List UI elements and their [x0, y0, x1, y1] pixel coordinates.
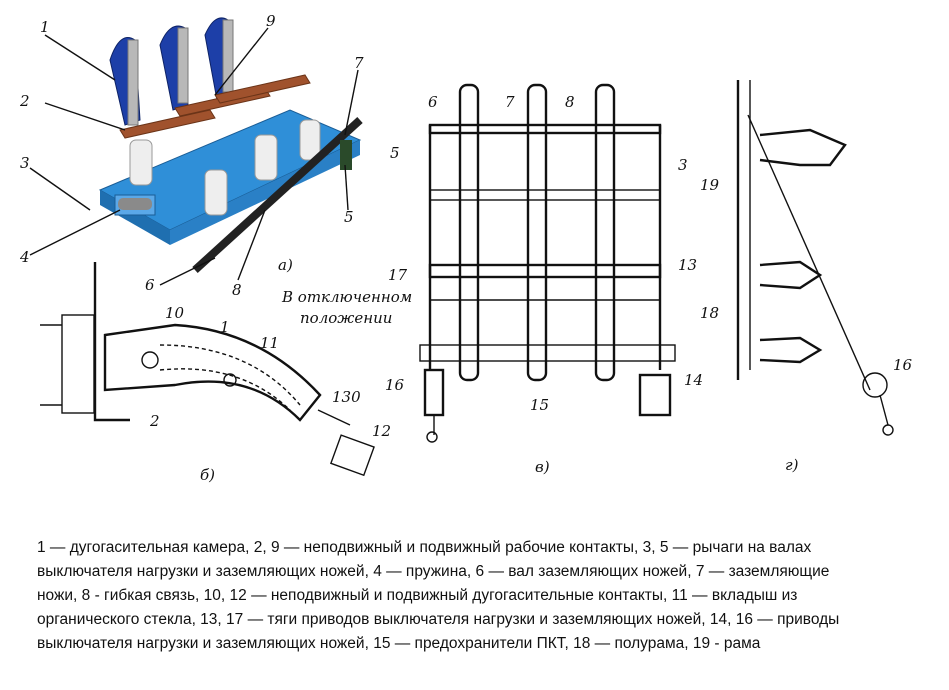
callout-10: 10 — [165, 304, 185, 322]
caption-line: ножи, 8 - гибкая связь, 10, 12 — неподви… — [37, 587, 798, 604]
callout-12: 12 — [372, 422, 391, 440]
callout-9: 9 — [266, 12, 276, 30]
panel-label-v: в) — [535, 458, 550, 476]
callout-2: 2 — [19, 92, 30, 110]
dimension-130: 130 — [332, 388, 361, 406]
callout-18: 18 — [700, 304, 719, 322]
callout-17: 17 — [388, 266, 408, 284]
callout-4: 4 — [19, 248, 30, 266]
callout-8v: 8 — [565, 93, 575, 111]
switch-figure: 1 2 3 4 5 6 7 8 9 а) 10 1 11 2 12 В откл… — [19, 12, 913, 484]
callout-5v: 5 — [390, 144, 400, 162]
callout-3v: 3 — [678, 156, 688, 174]
callout-5: 5 — [344, 208, 354, 226]
callout-14: 14 — [684, 371, 703, 389]
callout-3: 3 — [20, 154, 30, 172]
callout-6: 6 — [145, 276, 155, 294]
callout-11: 11 — [260, 334, 279, 352]
caption-line: органического стекла, 13, 17 — тяги прив… — [37, 611, 840, 628]
panel-label-b: б) — [200, 466, 215, 484]
callout-2b: 2 — [149, 412, 160, 430]
insulators — [129, 119, 321, 216]
callout-7: 7 — [354, 54, 364, 72]
photo-load-switch: 1 2 3 4 5 6 7 8 9 а) — [19, 12, 364, 299]
callout-8: 8 — [232, 281, 242, 299]
caption-line: 1 — дугогасительная камера, 2, 9 — непод… — [37, 539, 812, 556]
callout-7v: 7 — [505, 93, 515, 111]
panel-label-g: г) — [785, 456, 799, 474]
callout-6v: 6 — [428, 93, 438, 111]
callout-1b: 1 — [220, 318, 230, 336]
drawing-side-view: 19 18 16 г) — [700, 80, 913, 474]
callout-16g: 16 — [893, 356, 913, 374]
drawing-arc-chamber: 10 1 11 2 12 В отключенном положении 130… — [40, 262, 412, 484]
callout-16v: 16 — [385, 376, 405, 394]
drawing-front-view: 6 7 8 5 3 17 13 16 15 14 в) — [385, 83, 703, 476]
panel-label-a: а) — [278, 256, 293, 274]
annotation-off-position-1: В отключенном — [281, 288, 412, 306]
callout-13: 13 — [678, 256, 697, 274]
callout-15: 15 — [530, 396, 549, 414]
caption-line: выключателя нагрузки и заземляющих ножей… — [37, 563, 830, 580]
callout-19: 19 — [700, 176, 720, 194]
annotation-off-position-2: положении — [300, 309, 392, 327]
callout-1: 1 — [40, 18, 50, 36]
caption-line: выключателя нагрузки и заземляющих ножей… — [37, 635, 761, 652]
figure-caption: 1 — дугогасительная камера, 2, 9 — непод… — [37, 536, 917, 656]
